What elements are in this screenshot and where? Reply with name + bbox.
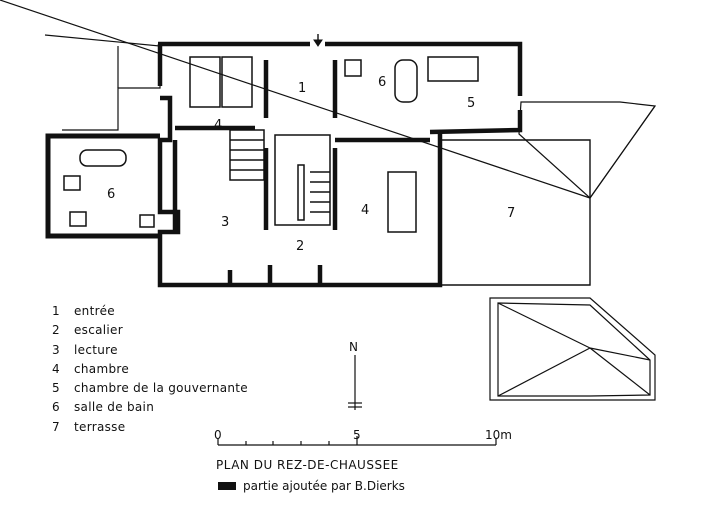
roof-upper-right bbox=[518, 101, 657, 199]
bathtub bbox=[394, 59, 418, 103]
north-arrow-icon bbox=[348, 355, 362, 410]
terrace-outline bbox=[440, 139, 591, 286]
room-number: 6 bbox=[107, 187, 115, 202]
legend-number: 5 bbox=[52, 381, 60, 396]
scale-bar bbox=[217, 436, 497, 446]
room-number: 4 bbox=[214, 118, 222, 133]
scale-label-start: 0 bbox=[214, 428, 222, 442]
legend-item: 6 salle de bain bbox=[52, 398, 248, 417]
legend-label: terrasse bbox=[74, 419, 126, 434]
legend-item: 3 lecture bbox=[52, 341, 248, 360]
bathtub bbox=[79, 149, 127, 167]
room-number: 7 bbox=[507, 206, 515, 221]
plan-title: PLAN DU REZ-DE-CHAUSSEE bbox=[216, 458, 399, 472]
left-outbuilding bbox=[44, 34, 161, 131]
legend-label: lecture bbox=[74, 342, 118, 357]
added-bathroom-walls bbox=[45, 133, 160, 239]
toilet bbox=[63, 175, 81, 191]
legend-item: 5 chambre de la gouvernante bbox=[52, 379, 248, 398]
legend-label: salle de bain bbox=[74, 400, 155, 415]
legend-item: 1 entrée bbox=[52, 302, 248, 321]
legend: 1 entrée 2 escalier 3 lecture 4 chambre 5 cha… bbox=[52, 302, 248, 437]
legend-number: 7 bbox=[52, 419, 60, 434]
scale-label-mid: 5 bbox=[353, 428, 361, 442]
legend-number: 2 bbox=[52, 323, 60, 338]
north-label: N bbox=[349, 340, 358, 354]
washbasin bbox=[139, 214, 155, 228]
room-number: 5 bbox=[467, 96, 475, 111]
room-number: 3 bbox=[221, 215, 229, 230]
legend-item: 7 terrasse bbox=[52, 418, 248, 437]
staircase bbox=[229, 129, 331, 226]
washbasin bbox=[344, 59, 362, 77]
legend-label: entrée bbox=[74, 304, 115, 318]
bed bbox=[189, 56, 221, 108]
legend-label: escalier bbox=[74, 323, 123, 338]
entrance-arrow-icon bbox=[313, 34, 323, 47]
legend-number: 3 bbox=[52, 342, 60, 357]
room-number: 1 bbox=[298, 81, 306, 96]
room-number: 4 bbox=[361, 203, 369, 218]
room-number: 2 bbox=[296, 239, 304, 254]
room-number: 6 bbox=[378, 75, 386, 90]
addition-note: partie ajoutée par B.Dierks bbox=[218, 479, 405, 493]
bed bbox=[427, 56, 479, 82]
legend-label: chambre de la gouvernante bbox=[74, 381, 248, 396]
addition-note-text: partie ajoutée par B.Dierks bbox=[243, 479, 405, 493]
roof-lower-right bbox=[489, 297, 656, 401]
legend-number: 4 bbox=[52, 361, 60, 376]
addition-swatch bbox=[218, 482, 236, 490]
bed bbox=[221, 56, 253, 108]
legend-item: 4 chambre bbox=[52, 360, 248, 379]
legend-number: 1 bbox=[52, 304, 60, 318]
toilet bbox=[69, 211, 87, 227]
legend-number: 6 bbox=[52, 400, 60, 415]
legend-item: 2 escalier bbox=[52, 321, 248, 340]
scale-label-end: 10m bbox=[485, 428, 512, 442]
bed bbox=[387, 171, 417, 233]
legend-label: chambre bbox=[74, 361, 130, 376]
